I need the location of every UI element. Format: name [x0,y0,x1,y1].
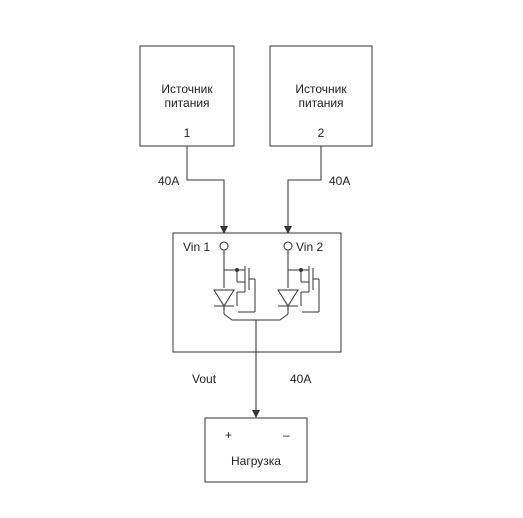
wire-source-2 [284,146,322,234]
vin-1-label: Vin 1 [183,240,211,254]
source-2-current: 40A [329,174,351,188]
vout-label: Vout [192,372,217,386]
vin-2-label: Vin 2 [296,240,324,254]
load-plus-sign: + [225,428,233,442]
load-minus-sign: – [283,428,290,442]
oring-module-box [172,232,342,353]
channel-2-circuit [256,250,320,321]
wire-source-1 [186,146,228,234]
source-1-title-line1: Источник [161,82,213,96]
source-2-title-line1: Источник [295,82,347,96]
source-1-current: 40A [158,174,180,188]
source-1-title-line2: питания [164,96,210,110]
vin-1-terminal [219,241,229,251]
source-2-title-line2: питания [298,96,344,110]
load-label: Нагрузка [231,454,281,468]
channel-1-circuit [213,250,256,321]
source-1-number: 1 [183,126,191,140]
load-box [204,417,308,483]
source-2-number: 2 [317,126,325,140]
output-current: 40A [290,372,312,386]
vin-2-terminal [283,241,293,251]
